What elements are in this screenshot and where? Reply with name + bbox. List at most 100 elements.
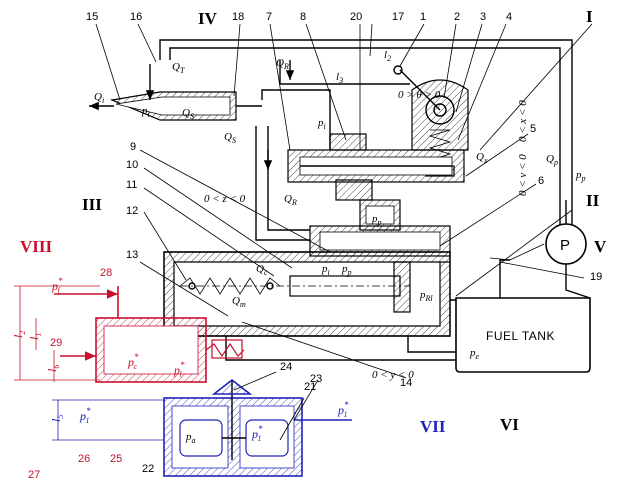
svg-text:l5: l5 (49, 415, 65, 422)
part-24: 24 (280, 361, 292, 373)
svg-text:pp: pp (341, 263, 352, 277)
symbol-l3: l3 (336, 71, 343, 85)
symbol-Qx: Qx (476, 151, 488, 165)
symbol-red-l6: l6 (45, 365, 61, 372)
part-15: 15 (86, 11, 98, 23)
label-unit-iv: IV (198, 9, 218, 28)
part-19: 19 (590, 271, 602, 283)
symbol-QT: QT (172, 61, 185, 75)
svg-text:l2: l2 (384, 49, 391, 63)
metering-body (163, 225, 451, 337)
svg-text:pi: pi (317, 117, 326, 131)
symbol-QS2: QS (224, 131, 236, 145)
svg-text:p*1: p*1 (251, 424, 263, 443)
part-4: 4 (506, 11, 512, 23)
svg-text:p*f: p*f (51, 276, 63, 295)
part-3: 3 (480, 11, 486, 23)
unit-vii-bellows (52, 378, 352, 477)
part-14: 14 (400, 377, 412, 389)
symbol-Qi: Qi (94, 91, 104, 105)
part-27: 27 (28, 469, 40, 481)
svg-text:l6: l6 (45, 365, 61, 372)
svg-text:pi: pi (141, 105, 150, 119)
svg-text:p*c: p*c (127, 352, 139, 371)
part-16: 16 (130, 11, 142, 23)
svg-text:QS: QS (224, 131, 236, 145)
symbol-blue-l5: l5 (49, 415, 65, 422)
symbol-blue-p1-inner: p*1 (251, 424, 263, 443)
symbol-QS1: QS (182, 107, 194, 121)
symbol-pi-nozzle: pi (141, 105, 150, 119)
part-28: 28 (100, 267, 112, 279)
symbol-pp-top: pp (371, 213, 382, 227)
nozzle-assembly (89, 64, 262, 121)
unit-viii-actuator (14, 285, 245, 383)
svg-text:pRl: pRl (419, 289, 433, 303)
part-13: 13 (126, 249, 138, 261)
part-22: 22 (142, 463, 154, 475)
part-26: 26 (78, 453, 90, 465)
leader-lines (95, 23, 593, 441)
svg-text:pp: pp (371, 213, 382, 227)
label-unit-vii: VII (420, 417, 446, 436)
svg-text:Qi: Qi (94, 91, 104, 105)
symbol-pi-top: pi (317, 117, 326, 131)
symbol-z-range: 0 < z < 0 (204, 193, 246, 205)
part-1: 1 (420, 11, 426, 23)
svg-text:l2: l2 (11, 331, 27, 338)
part-10: 10 (126, 159, 138, 171)
part-17: 17 (392, 11, 404, 23)
symbol-y-range: 0 < y < 0 (372, 369, 414, 381)
part-2: 2 (454, 11, 460, 23)
svg-text:Qc: Qc (256, 263, 268, 277)
part-29: 29 (50, 337, 62, 349)
label-unit-ii: II (586, 191, 600, 210)
label-unit-viii: VIII (20, 237, 53, 256)
symbol-blue-p1-right: p*1 (337, 400, 349, 419)
part-11: 11 (126, 179, 137, 191)
part-9: 9 (130, 141, 136, 153)
symbol-QR1: QR (276, 57, 289, 71)
svg-text:Qp: Qp (546, 153, 558, 167)
pump-label: P (560, 237, 570, 254)
symbol-l2: l2 (384, 49, 391, 63)
symbol-blue-p1-left: p*1 (79, 406, 91, 425)
svg-text:p*l: p*l (173, 360, 185, 379)
part-5: 5 (530, 123, 536, 135)
part-8: 8 (300, 11, 306, 23)
svg-text:QT: QT (172, 61, 185, 75)
fuel-tank-label: FUEL TANK (486, 329, 555, 343)
svg-text:l1: l1 (27, 333, 43, 340)
label-unit-v: V (594, 237, 607, 256)
symbol-pRl: pRl (419, 289, 433, 303)
symbol-Qp: Qp (546, 153, 558, 167)
svg-text:pi: pi (321, 263, 330, 277)
top-pipe-network (159, 39, 573, 241)
svg-text:QR: QR (284, 193, 297, 207)
svg-text:pe: pe (469, 347, 480, 361)
part-21: 21 (304, 381, 316, 393)
svg-text:Qm: Qm (232, 295, 246, 309)
svg-text:pa: pa (185, 431, 196, 445)
part-20: 20 (350, 11, 362, 23)
label-unit-vi: VI (500, 415, 519, 434)
part-25: 25 (110, 453, 122, 465)
svg-text:pp: pp (575, 169, 586, 183)
symbol-red-l1: l1 (27, 333, 43, 340)
symbol-v-range: 0 < v < 0 (517, 154, 529, 196)
symbol-pe: pe (469, 347, 480, 361)
symbol-pp-right: pp (575, 169, 586, 183)
part-23: 23 (310, 373, 322, 385)
symbol-Qc: Qc (256, 263, 268, 277)
part-12: 12 (126, 205, 138, 217)
svg-text:p*1: p*1 (79, 406, 91, 425)
part-18: 18 (232, 11, 244, 23)
part-6: 6 (538, 175, 544, 187)
symbol-theta: 0 > θ > 0 (398, 89, 441, 101)
symbol-pp-mid: pp (341, 263, 352, 277)
symbol-pi-mid: pi (321, 263, 330, 277)
pump (489, 200, 591, 299)
symbol-red-pl: p*l (173, 360, 185, 379)
